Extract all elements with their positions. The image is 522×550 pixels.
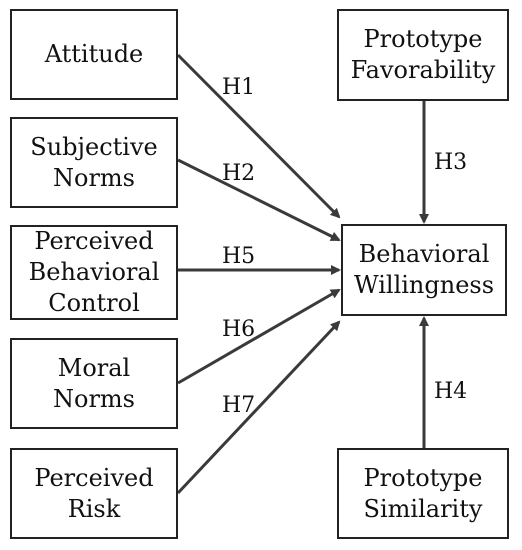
label-h6: H6 <box>222 317 256 342</box>
label-h7: H7 <box>222 393 256 418</box>
label-h4: H4 <box>434 379 468 404</box>
node-attitude-label: Attitude <box>44 40 144 68</box>
node-behavioral-willingness-label: Behavioral Willingness <box>353 240 495 299</box>
node-subjective-norms-label: Subjective Norms <box>30 132 158 192</box>
node-prototype-favorability-label: Prototype Favorability <box>350 25 496 84</box>
arrow-h7 <box>176 320 341 495</box>
node-attitude: Attitude <box>10 9 178 100</box>
node-perceived-behavioral-control-label: Perceived Behavioral Control <box>28 227 160 317</box>
arrow-h1 <box>176 53 341 219</box>
label-h5: H5 <box>222 244 256 269</box>
node-behavioral-willingness: Behavioral Willingness <box>341 224 507 316</box>
node-prototype-similarity: Prototype Similarity <box>337 448 509 539</box>
node-moral-norms-label: Moral Norms <box>53 353 135 413</box>
node-perceived-risk-label: Perceived Risk <box>34 463 154 523</box>
node-subjective-norms: Subjective Norms <box>10 117 178 208</box>
label-h3: H3 <box>434 150 468 175</box>
arrow-h2 <box>177 158 341 242</box>
node-perceived-risk: Perceived Risk <box>10 448 178 539</box>
node-perceived-behavioral-control: Perceived Behavioral Control <box>10 225 178 320</box>
arrow-h6 <box>177 288 341 385</box>
label-h2: H2 <box>222 161 256 186</box>
label-h1: H1 <box>222 75 256 100</box>
node-prototype-similarity-label: Prototype Similarity <box>363 463 483 523</box>
node-prototype-favorability: Prototype Favorability <box>337 9 509 101</box>
node-moral-norms: Moral Norms <box>10 338 178 429</box>
